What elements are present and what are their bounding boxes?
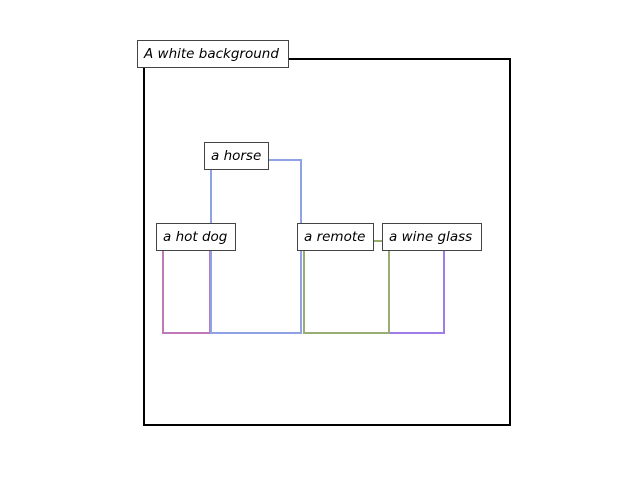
remote-label: a remote — [297, 223, 374, 251]
background-frame — [143, 58, 511, 426]
remote-box — [303, 240, 390, 334]
horse-label: a horse — [204, 142, 269, 170]
background-caption: A white background — [137, 40, 289, 68]
hot-dog-label: a hot dog — [156, 223, 236, 251]
wine-glass-label: a wine glass — [382, 223, 482, 251]
wine-glass-box — [388, 240, 445, 334]
hot-dog-box — [162, 240, 211, 334]
